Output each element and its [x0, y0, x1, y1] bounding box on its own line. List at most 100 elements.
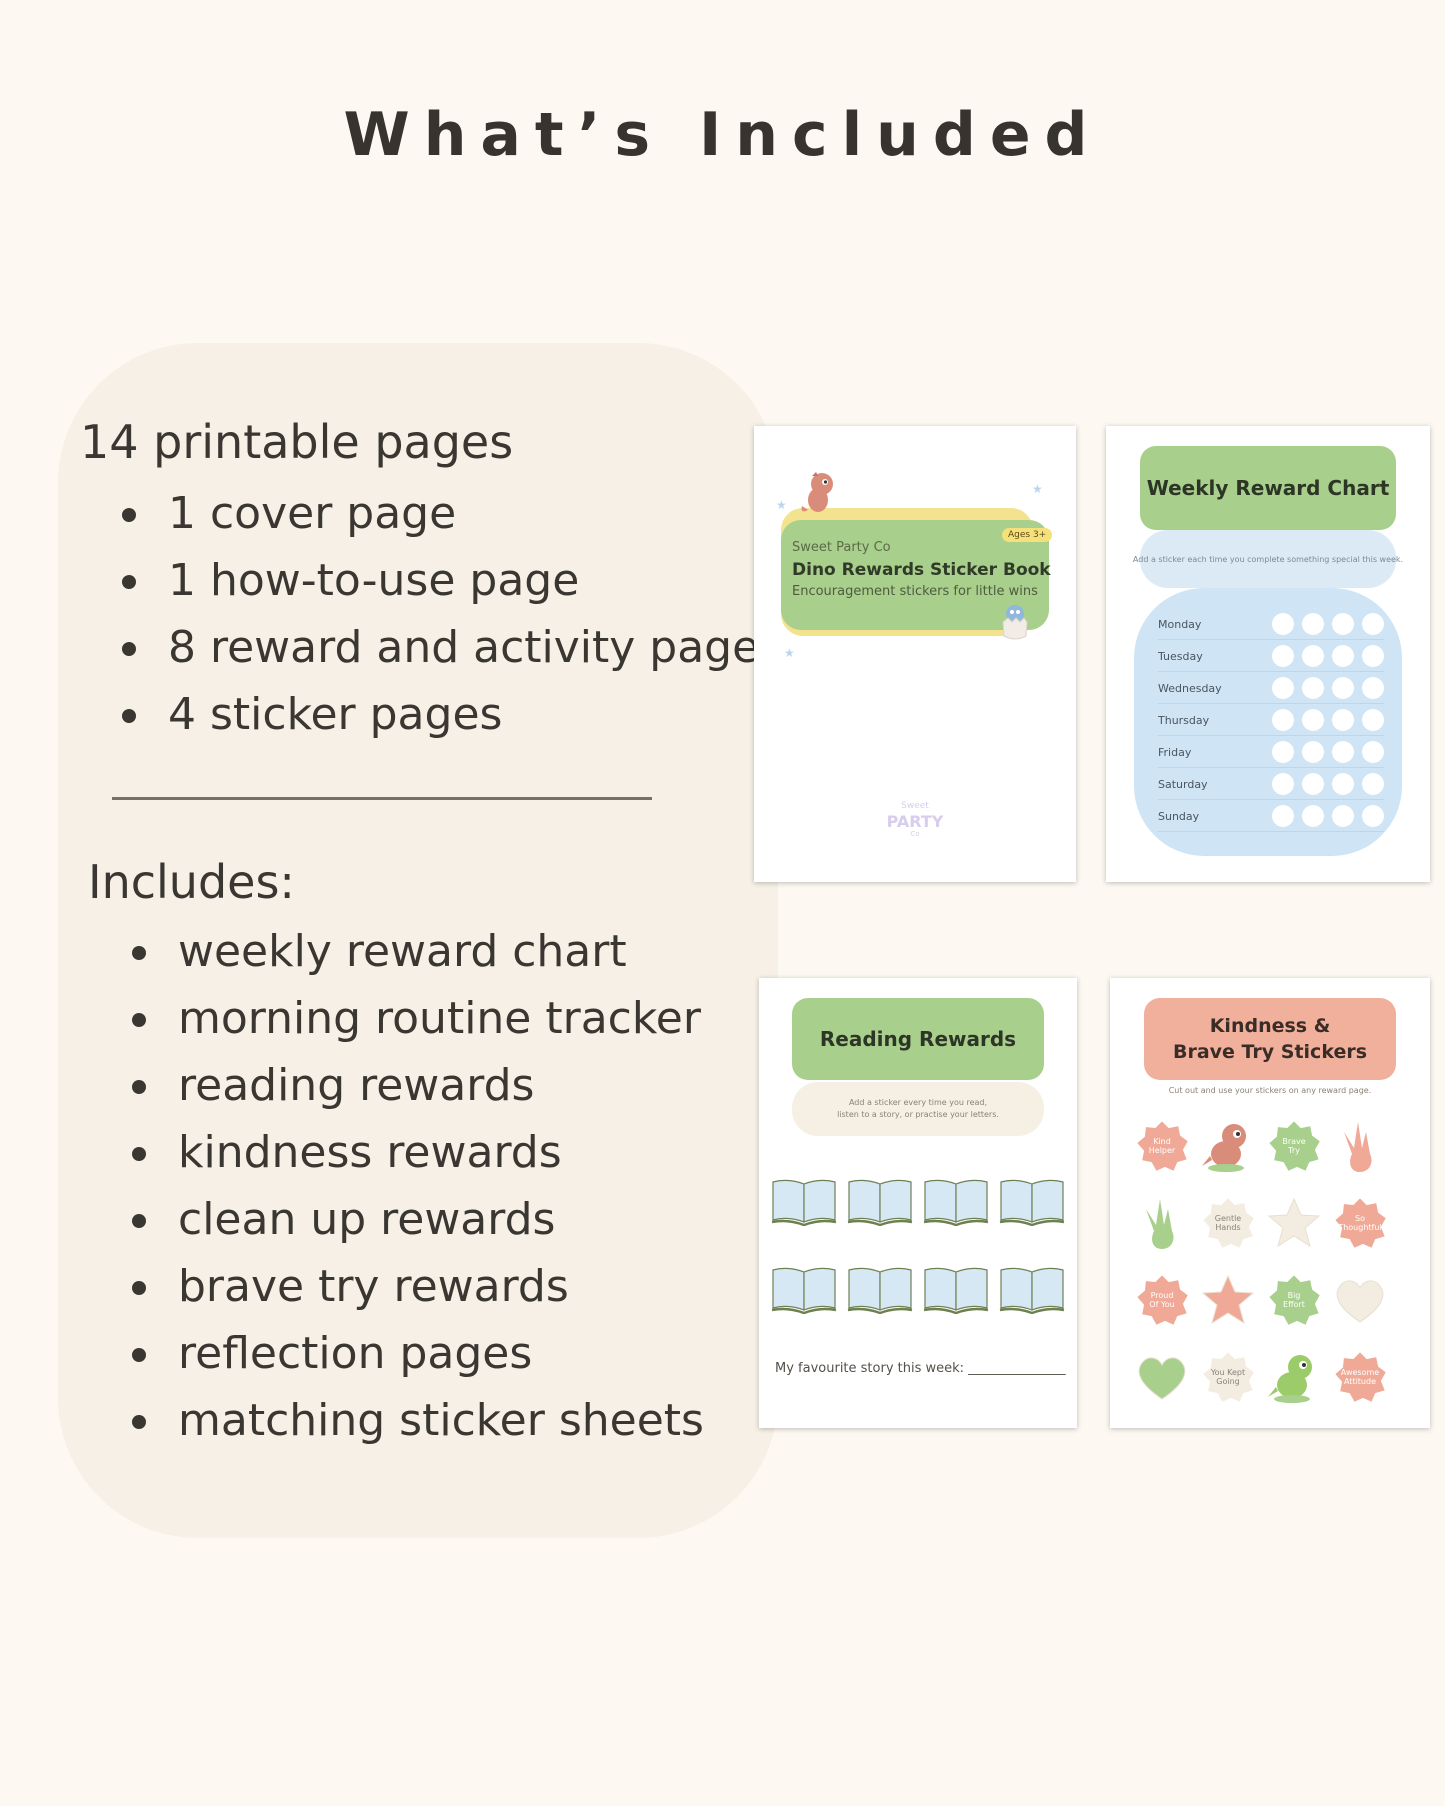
star-sticker-icon [1264, 1193, 1324, 1253]
sticker-label-line: Proud [1150, 1291, 1174, 1300]
cover-brand: Sweet Party Co [792, 540, 891, 555]
list-item: 1 cover page [122, 480, 782, 547]
sticker-slot [1302, 773, 1324, 795]
reading-title: Reading Rewards [792, 998, 1044, 1080]
kindness-stickers-preview: Kindness & Brave Try Stickers Cut out an… [1110, 978, 1430, 1428]
sticker-label-line: Attitude [1343, 1377, 1377, 1386]
logo-text-top: Sweet [901, 801, 929, 811]
contents-panel [58, 343, 778, 1538]
sticker-slot [1302, 741, 1324, 763]
divider [112, 797, 652, 800]
sticker-slots [1272, 677, 1384, 699]
day-label: Monday [1158, 618, 1202, 631]
sticker-label-line: Gentle [1214, 1214, 1242, 1223]
weekly-day-row: Sunday [1158, 800, 1384, 832]
sticker-slot [1272, 645, 1294, 667]
weekly-day-row: Wednesday [1158, 672, 1384, 704]
logo-text-main: PARTY [886, 812, 944, 831]
star-icon: ★ [776, 498, 787, 512]
cover-page-preview: ★ ★ ★ Ages 3+ Sweet Party Co Dino Reward… [754, 426, 1076, 882]
weekly-day-row: Monday [1158, 608, 1384, 640]
sticker-slot [1362, 709, 1384, 731]
footprint-sticker-icon [1132, 1193, 1192, 1253]
weekly-day-row: Saturday [1158, 768, 1384, 800]
dino-sticker-icon [1198, 1116, 1258, 1176]
sticker-label-line: Thoughtful [1338, 1223, 1382, 1232]
sticker-slot [1302, 613, 1324, 635]
sticker-slot [1302, 709, 1324, 731]
sticker-slot [1302, 677, 1324, 699]
reading-rewards-preview: Reading Rewards Add a sticker every time… [759, 978, 1077, 1428]
dino-sticker-icon [1264, 1347, 1324, 1407]
book-icon [923, 1178, 989, 1227]
heart-sticker-icon [1132, 1347, 1192, 1407]
kindness-title-line: Brave Try Stickers [1172, 1041, 1368, 1063]
book-icon [847, 1178, 913, 1227]
day-label: Sunday [1158, 810, 1200, 823]
weekly-day-row: Friday [1158, 736, 1384, 768]
sticker-label-line: You Kept [1210, 1368, 1246, 1377]
weekly-chart-preview: Weekly Reward Chart Add a sticker each t… [1106, 426, 1430, 882]
book-icon [847, 1266, 913, 1315]
sticker-slot [1272, 741, 1294, 763]
list-item: brave try rewards [132, 1253, 704, 1320]
sticker-slot [1332, 677, 1354, 699]
book-icon [999, 1178, 1065, 1227]
sticker-slot [1362, 645, 1384, 667]
sticker-slot [1302, 805, 1324, 827]
sticker-slot [1302, 645, 1324, 667]
book-icon [923, 1266, 989, 1315]
sticker-slot [1362, 773, 1384, 795]
sticker-slot [1332, 613, 1354, 635]
weekly-subtitle: Add a sticker each time you complete som… [1133, 530, 1403, 588]
sticker-label-line: Try [1288, 1146, 1300, 1155]
favourite-story-line: My favourite story this week: __________… [775, 1361, 1066, 1376]
list-item: kindness rewards [132, 1119, 704, 1186]
sticker-slot [1272, 709, 1294, 731]
sticker-label-line: Kind [1153, 1137, 1171, 1146]
list-item: 8 reward and activity pages [122, 614, 782, 681]
sticker-label-line: Hands [1215, 1223, 1241, 1232]
reading-subtitle-line: Add a sticker every time you read, [848, 1098, 988, 1107]
list-item: morning routine tracker [132, 985, 704, 1052]
sticker-slot [1362, 677, 1384, 699]
pages-summary-list: 1 cover page 1 how-to-use page 8 reward … [122, 480, 782, 748]
list-item: weekly reward chart [132, 918, 704, 985]
weekly-day-row: Thursday [1158, 704, 1384, 736]
book-icon [999, 1266, 1065, 1315]
day-label: Friday [1158, 746, 1192, 759]
sticker-slot [1332, 645, 1354, 667]
reading-subtitle: Add a sticker every time you read, liste… [792, 1082, 1044, 1136]
kindness-title-line: Kindness & [1209, 1015, 1331, 1037]
list-item: 1 how-to-use page [122, 547, 782, 614]
pages-summary-heading: 14 printable pages [80, 415, 514, 469]
sticker-slots [1272, 805, 1384, 827]
sticker-slot [1332, 773, 1354, 795]
star-sticker-icon [1198, 1270, 1258, 1330]
sticker-slot [1272, 677, 1294, 699]
dino-icon [801, 472, 833, 512]
sticker-slot [1332, 805, 1354, 827]
logo-text-bottom: Co [910, 830, 920, 838]
sticker-slot [1272, 805, 1294, 827]
sticker-label-line: Of You [1149, 1300, 1175, 1309]
sticker-slots [1272, 613, 1384, 635]
sticker-slot [1362, 741, 1384, 763]
sticker-label-line: Big [1287, 1291, 1301, 1300]
sticker-slot [1272, 773, 1294, 795]
footprint-sticker-icon [1330, 1116, 1390, 1176]
